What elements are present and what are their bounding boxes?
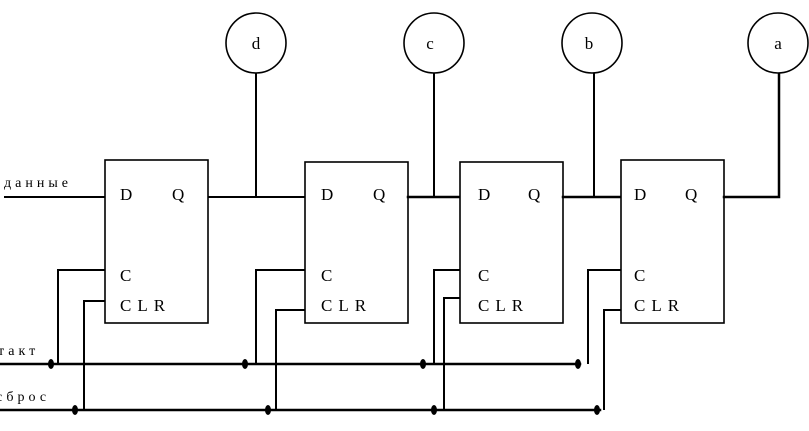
reset-junction-1 [72,405,78,415]
flip-flop-1: D Q C CLR [104,159,209,324]
output-probe-c-label: c [426,34,434,53]
flip-flop-2-body [304,161,409,324]
flip-flop-1-body [104,159,209,324]
reset-junction-4 [594,405,600,415]
output-probe-d-circle [225,12,287,74]
flip-flop-3: D Q C CLR [459,161,564,324]
flip-flop-3-clr-pin: CLR [478,296,529,315]
reset-junction-3 [431,405,437,415]
output-probe-b-circle [561,12,623,74]
flip-flop-2: D Q C CLR [304,161,409,324]
flip-flop-4-body [620,159,725,324]
flip-flop-2-q-pin: Q [373,185,385,204]
flip-flop-2-reset-wire [275,309,305,410]
flip-flop-2-clock-wire [255,269,305,364]
clock-junction-4 [575,359,581,369]
flip-flop-4-d-pin: D [634,185,646,204]
output-probe-a-circle [747,12,809,74]
flip-flop-1-clr-pin: CLR [120,296,171,315]
output-probe-c: c [403,12,465,74]
flip-flop-4-q-pin: Q [685,185,697,204]
flip-flop-2-clr-pin: CLR [321,296,372,315]
output-probe-b-label: b [585,34,594,53]
flip-flop-3-d-pin: D [478,185,490,204]
flip-flop-4-c-pin: C [634,266,645,285]
flip-flop-3-body [459,161,564,324]
flip-flop-3-reset-wire [443,297,460,410]
flip-flop-1-q-pin: Q [172,185,184,204]
flip-flop-1-clock-wire [57,269,105,364]
output-probe-b: b [561,12,623,74]
flip-flop-3-q-pin: Q [528,185,540,204]
clock-label: такт [0,344,39,359]
clock-junction-1 [48,359,54,369]
flip-flop-1-c-pin: C [120,266,131,285]
flip-flop-2-d-pin: D [321,185,333,204]
clock-junction-2 [242,359,248,369]
clock-junction-3 [420,359,426,369]
reset-junction-2 [265,405,271,415]
flip-flop-4: D Q C CLR [620,159,725,324]
flip-flop-4-reset-wire [603,309,621,410]
junction-nodes [48,359,600,415]
reset-label: сброс [0,390,50,405]
q4-output-wire [722,70,781,199]
output-probe-d-label: d [252,34,261,53]
flip-flop-2-c-pin: C [321,266,332,285]
flip-flop-3-clock-wire [433,269,460,364]
data-input-label: данные [4,176,72,191]
output-probe-a: a [747,12,809,74]
flip-flop-1-d-pin: D [120,185,132,204]
output-probe-a-label: a [774,34,782,53]
flip-flop-4-clr-pin: CLR [634,296,685,315]
output-probe-c-circle [403,12,465,74]
output-probe-d: d [225,12,287,74]
flip-flop-3-c-pin: C [478,266,489,285]
flip-flop-1-reset-wire [83,300,105,410]
flip-flop-4-clock-wire [587,269,621,364]
